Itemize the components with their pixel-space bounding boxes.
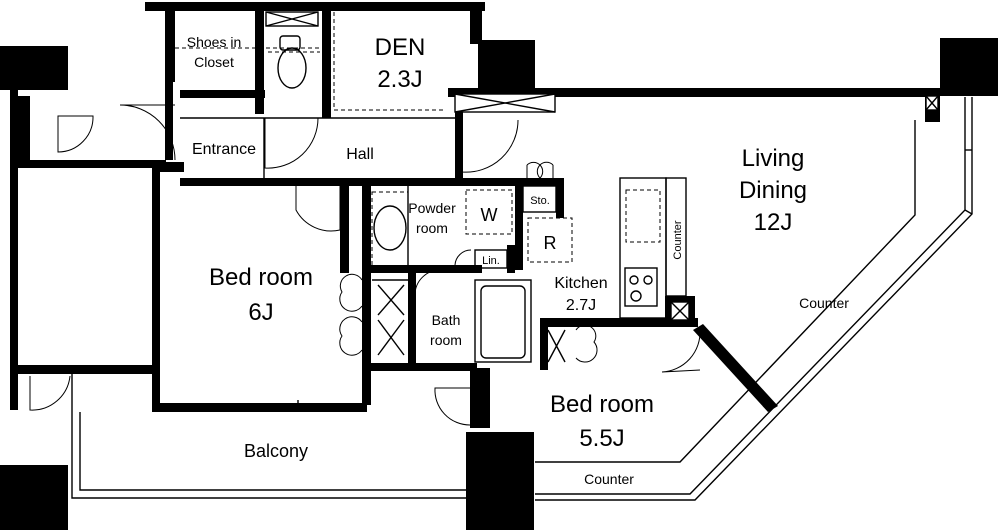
label-balcony: Balcony <box>244 441 308 461</box>
label-den-size: 2.3J <box>377 66 422 93</box>
label-kitchen: Kitchen <box>554 275 607 292</box>
label-living: Living <box>742 145 805 172</box>
label-lin: Lin. <box>482 255 500 267</box>
label-bath-1: Bath <box>432 312 461 328</box>
thin-lines <box>71 11 973 501</box>
label-bedroom-55j: Bed room <box>550 391 654 418</box>
label-powder-2: room <box>416 220 448 236</box>
label-counter-bottom: Counter <box>584 471 634 487</box>
labels: T R Shoes in Closet DEN 2.3J Entrance Ha… <box>21 34 849 487</box>
label-sto: Sto. <box>530 195 550 207</box>
label-living-size: 12J <box>754 209 793 236</box>
label-powder-1: Powder <box>408 200 456 216</box>
label-r: R <box>544 233 557 253</box>
label-den: DEN <box>375 34 426 61</box>
label-dining: Dining <box>739 177 807 204</box>
label-tr-r: R <box>21 141 29 153</box>
label-shoes-closet-2: Closet <box>194 54 234 70</box>
label-bedroom-55j-size: 5.5J <box>579 425 624 452</box>
label-bedroom-6j-size: 6J <box>248 299 273 326</box>
label-counter-vertical: Counter <box>672 220 684 259</box>
label-bath-2: room <box>430 332 462 348</box>
doors <box>29 104 701 426</box>
label-w: W <box>481 205 498 225</box>
label-tr-t: T <box>22 123 29 135</box>
label-hall: Hall <box>346 146 374 163</box>
label-counter-diagonal: Counter <box>799 295 849 311</box>
label-bedroom-6j: Bed room <box>209 264 313 291</box>
label-entrance: Entrance <box>192 141 256 158</box>
label-kitchen-size: 2.7J <box>566 297 596 314</box>
label-shoes-closet-1: Shoes in <box>187 34 241 50</box>
